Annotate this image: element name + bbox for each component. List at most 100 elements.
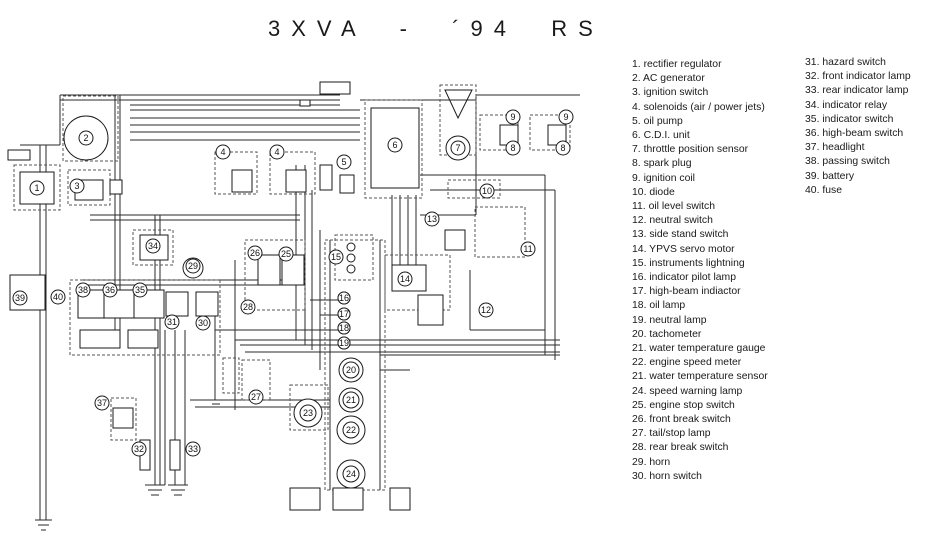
- legend-item: 7. throttle position sensor: [632, 144, 749, 156]
- wiring-diagram: 1 2 3 4 4 5 6 7 8 8 9 9 10 11 12 13 14 1…: [7, 81, 580, 531]
- legend-label: high-beam switch: [822, 128, 904, 140]
- legend-label: rear break switch: [649, 442, 729, 454]
- legend-item: 29. horn: [632, 456, 671, 468]
- callout-label: 39: [15, 293, 25, 303]
- callout-19: [337, 336, 351, 350]
- callout-9a: [505, 109, 521, 125]
- legend-item: 12. neutral switch: [632, 215, 713, 227]
- callout-label: 6: [392, 140, 397, 150]
- legend-label: spark plug: [643, 158, 692, 170]
- callout-13: [424, 211, 440, 227]
- callout-6: [387, 137, 403, 153]
- callout-35: [132, 282, 148, 298]
- legend-label: engine stop switch: [649, 399, 735, 411]
- legend-label: tachometer: [649, 328, 702, 340]
- legend-number: 34: [805, 99, 817, 111]
- legend-item: 33. rear indicator lamp: [805, 85, 909, 97]
- legend-item: 30. horn switch: [632, 470, 702, 482]
- legend-item: 16. indicator pilot lamp: [632, 272, 736, 284]
- callout-label: 33: [188, 444, 198, 454]
- callout-11: [520, 241, 536, 257]
- callout-label: 16: [339, 293, 349, 303]
- callout-37: [94, 395, 110, 411]
- legend-number: 21: [632, 343, 644, 355]
- legend-number: 13: [632, 229, 644, 241]
- legend-number: 18: [632, 300, 644, 312]
- callout-40: [50, 289, 66, 305]
- callout-label: 1: [34, 183, 39, 193]
- legend-item: 8. spark plug: [632, 158, 692, 170]
- legend-item: 37. headlight: [805, 142, 865, 154]
- legend-label: instruments lightning: [649, 257, 745, 269]
- legend-label: tail/stop lamp: [649, 428, 711, 440]
- callout-label: 24: [346, 469, 356, 479]
- legend-item: 2. AC generator: [632, 73, 705, 85]
- legend-label: indicator relay: [822, 99, 888, 111]
- callout-label: 25: [281, 249, 291, 259]
- legend-label: solenoids (air / power jets): [643, 101, 765, 113]
- callout-label: 2: [83, 133, 88, 143]
- legend-label: fuse: [822, 184, 842, 196]
- legend-number: 1: [632, 59, 638, 70]
- callout-20: [342, 361, 360, 379]
- callout-21: [342, 391, 360, 409]
- callout-label: 19: [339, 338, 349, 348]
- callout-label: 40: [53, 292, 63, 302]
- legend-label: ignition coil: [643, 172, 695, 184]
- legend-number: 24: [632, 385, 644, 397]
- legend-label: oil lamp: [649, 300, 686, 312]
- callout-10: [479, 183, 495, 199]
- callout-labels: 1 2 3 4 4 5 6 7 8 8 9 9 10 11 12 13 14 1…: [15, 112, 569, 479]
- callout-label: 20: [346, 365, 356, 375]
- component-callouts: [12, 109, 574, 483]
- callout-36: [102, 282, 118, 298]
- callout-5: [336, 154, 352, 170]
- callout-label: 37: [97, 398, 107, 408]
- legend-number: 35: [805, 113, 817, 125]
- callout-label: 27: [251, 392, 261, 402]
- legend-item: 9. ignition coil: [632, 172, 695, 184]
- callout-33: [185, 441, 201, 457]
- callout-27: [248, 389, 264, 405]
- legend-item: 17. high-beam indiactor: [632, 286, 741, 298]
- legend-number: 37: [805, 142, 817, 154]
- callout-label: 18: [339, 323, 349, 333]
- legend-item: 35. indicator switch: [805, 113, 894, 125]
- callout-24: [342, 465, 360, 483]
- legend-item: 24. speed warning lamp: [632, 385, 743, 397]
- legend-number: 39: [805, 170, 817, 182]
- legend-number: 9: [632, 172, 638, 184]
- callout-label: 3: [74, 181, 79, 191]
- legend-item: 10. diode: [632, 186, 675, 198]
- callout-32: [131, 441, 147, 457]
- legend-item: 13. side stand switch: [632, 229, 729, 241]
- legend-number: 14: [632, 243, 644, 255]
- legend-number: 16: [632, 272, 644, 284]
- legend-label: high-beam indiactor: [649, 286, 741, 298]
- legend-number: 36: [805, 128, 817, 140]
- callout-16: [337, 291, 351, 305]
- callout-31: [164, 314, 180, 330]
- legend-item: 25. engine stop switch: [632, 399, 735, 411]
- callout-14: [397, 271, 413, 287]
- legend-number: 4: [632, 101, 638, 113]
- legend-item: 4. solenoids (air / power jets): [632, 101, 765, 113]
- callout-label: 17: [339, 309, 349, 319]
- legend-number: 21: [632, 371, 644, 383]
- legend-number: 29: [632, 456, 644, 468]
- callout-label: 14: [400, 274, 410, 284]
- legend-item: 15. instruments lightning: [632, 257, 745, 269]
- legend-label: indicator pilot lamp: [649, 272, 736, 284]
- legend-item: 36. high-beam switch: [805, 128, 904, 140]
- legend-label: speed warning lamp: [649, 385, 743, 397]
- legend-item: 31. hazard switch: [805, 57, 886, 68]
- legend-number: 40: [805, 184, 817, 196]
- legend-label: side stand switch: [649, 229, 729, 241]
- callout-8b: [555, 140, 571, 156]
- legend-item: 27. tail/stop lamp: [632, 428, 711, 440]
- callout-label: 28: [243, 302, 253, 312]
- legend-number: 32: [805, 71, 817, 83]
- legend-number: 17: [632, 286, 644, 298]
- legend-label: headlight: [822, 142, 865, 154]
- legend-number: 2: [632, 73, 638, 85]
